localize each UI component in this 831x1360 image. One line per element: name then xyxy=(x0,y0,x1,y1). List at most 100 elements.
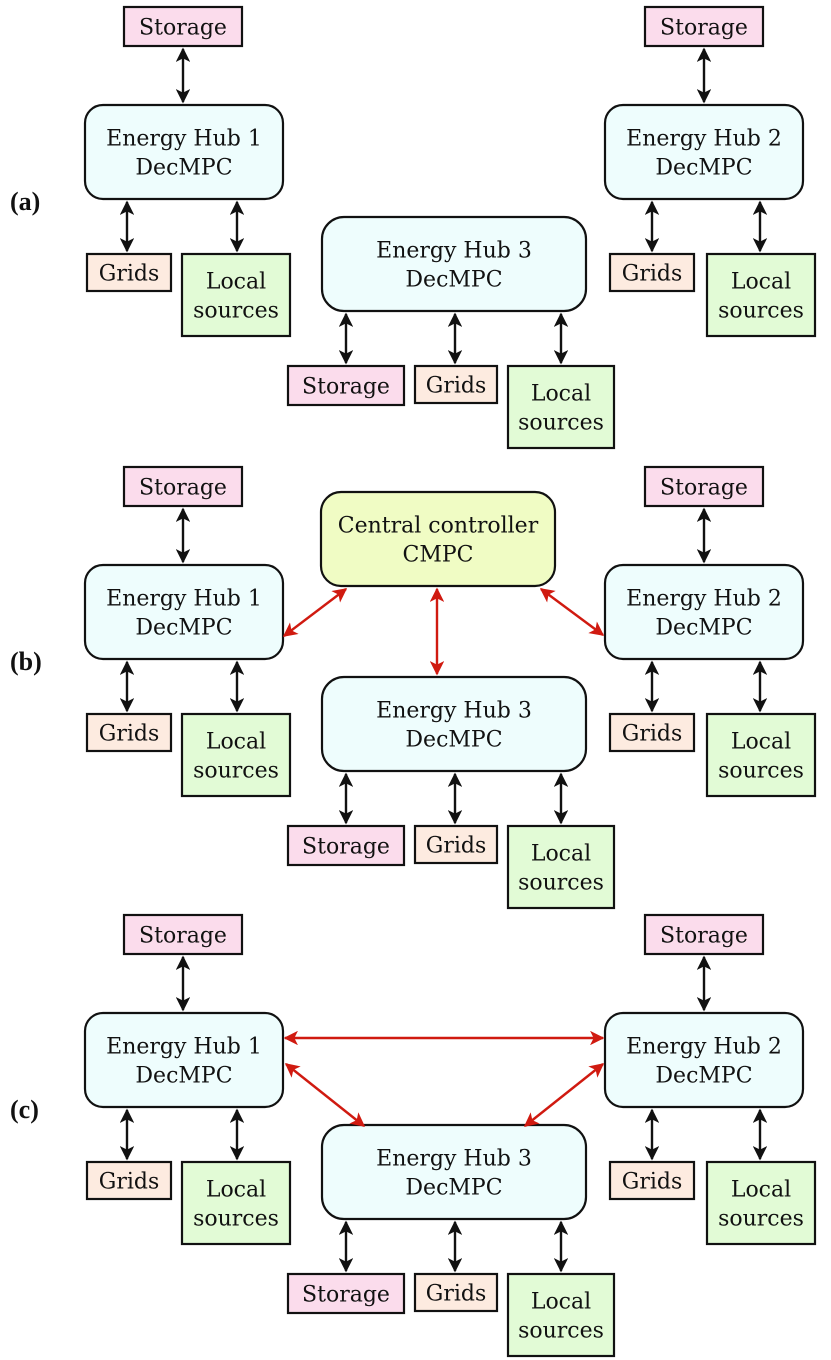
hub3-storage-box-shape xyxy=(286,364,406,407)
hub3-storage-box: Storage xyxy=(286,1272,406,1315)
hub3-local-sources-box-label: sources xyxy=(518,871,604,896)
hub3-local-sources-box-shape xyxy=(506,364,616,450)
hub2-local-sources-box-shape xyxy=(705,252,817,338)
energy-hub-1-box-shape xyxy=(83,1011,285,1109)
hub1-grids-box-shape xyxy=(85,1160,173,1201)
hub3-grids-box-shape xyxy=(413,364,499,405)
hub1-local-sources-box-label: Local xyxy=(206,730,266,755)
energy-hub-3-box-label: Energy Hub 3 xyxy=(376,1147,532,1172)
energy-hub-2-box-label: DecMPC xyxy=(655,156,752,181)
energy-hub-2-box-label: DecMPC xyxy=(655,616,752,641)
energy-hub-1-box: Energy Hub 1 DecMPC xyxy=(83,103,285,201)
hub1-grids-box-label: Grids xyxy=(99,1170,160,1195)
energy-hub-2-box: Energy Hub 2 DecMPC xyxy=(603,563,805,661)
energy-hub-2-box-label: Energy Hub 2 xyxy=(626,587,782,612)
hub2-grids-box: Grids xyxy=(608,252,696,293)
hub2-grids-box-shape xyxy=(608,252,696,293)
hub1-storage-box-shape xyxy=(122,913,244,956)
energy-hub-1-box-shape xyxy=(83,563,285,661)
energy-hub-3-box-label: Energy Hub 3 xyxy=(376,239,532,264)
hub3-local-sources-box: Local sources xyxy=(506,824,616,910)
hub1-grids-box: Grids xyxy=(85,252,173,293)
hub1-local-sources-box: Local sources xyxy=(180,1160,292,1246)
central-hub2-link xyxy=(539,588,605,636)
hub3-local-sources-box-shape xyxy=(506,1272,616,1358)
energy-hub-2-box-label: Energy Hub 2 xyxy=(626,127,782,152)
energy-hub-1-box-shape xyxy=(83,103,285,201)
hub1-storage-box-label: Storage xyxy=(139,924,227,949)
hub2-grids-box-shape xyxy=(608,1160,696,1201)
hub1-grids-box: Grids xyxy=(85,1160,173,1201)
energy-hub-2-box-label: Energy Hub 2 xyxy=(626,1035,782,1060)
hub2-storage-box: Storage xyxy=(643,5,765,48)
hub3-storage-box-label: Storage xyxy=(302,375,390,400)
hub1-storage-box-label: Storage xyxy=(139,16,227,41)
hub3-grids-box-label: Grids xyxy=(426,1282,487,1307)
hub2-local-sources-box-label: Local xyxy=(731,1178,791,1203)
panel-label: (b) xyxy=(10,647,42,676)
hub1-local-sources-box-label: Local xyxy=(206,1178,266,1203)
hub1-grids-box-shape xyxy=(85,252,173,293)
hub2-grids-box-label: Grids xyxy=(622,262,683,287)
central-controller-box-label: CMPC xyxy=(403,543,474,568)
hub2-storage-box-label: Storage xyxy=(660,476,748,501)
hub1-storage-box: Storage xyxy=(122,5,244,48)
hub2-storage-box-shape xyxy=(643,913,765,956)
hub1-local-sources-box-label: sources xyxy=(193,1207,279,1232)
hub2-local-sources-box: Local sources xyxy=(705,252,817,338)
hub1-local-sources-box-label: sources xyxy=(193,759,279,784)
energy-hub-2-box-shape xyxy=(603,1011,805,1109)
energy-hub-3-box-label: DecMPC xyxy=(405,728,502,753)
hub1-grids-box-label: Grids xyxy=(99,722,160,747)
energy-hub-3-box-label: Energy Hub 3 xyxy=(376,699,532,724)
hub2-storage-box-label: Storage xyxy=(660,16,748,41)
hub2-local-sources-box-label: sources xyxy=(718,759,804,784)
hub1-grids-box-shape xyxy=(85,712,173,753)
energy-hub-1-box-label: Energy Hub 1 xyxy=(106,1035,262,1060)
hub2-local-sources-box-label: Local xyxy=(731,270,791,295)
hub1-local-sources-box-label: Local xyxy=(206,270,266,295)
hub2-local-sources-box-label: Local xyxy=(731,730,791,755)
hub1-storage-box: Storage xyxy=(122,913,244,956)
hub2-local-sources-box-label: sources xyxy=(718,299,804,324)
panel-label: (c) xyxy=(10,1095,39,1124)
hub3-local-sources-box-label: Local xyxy=(531,842,591,867)
hub2-grids-box: Grids xyxy=(608,712,696,753)
hub2-local-sources-box-shape xyxy=(705,712,817,798)
hub2-storage-box: Storage xyxy=(643,913,765,956)
central-hub1-link xyxy=(282,588,348,637)
hub3-grids-box-shape xyxy=(413,824,499,865)
hub2-storage-box-shape xyxy=(643,5,765,48)
hub3-local-sources-box-shape xyxy=(506,824,616,910)
hub3-grids-box-label: Grids xyxy=(426,834,487,859)
hub1-local-sources-box-shape xyxy=(180,712,292,798)
energy-hub-3-box-label: DecMPC xyxy=(405,268,502,293)
energy-hub-3-box-shape xyxy=(320,675,588,773)
energy-hub-3-box: Energy Hub 3 DecMPC xyxy=(320,215,588,313)
hub1-storage-box-shape xyxy=(122,5,244,48)
energy-hub-1-box-label: DecMPC xyxy=(135,156,232,181)
hub2-local-sources-box-shape xyxy=(705,1160,817,1246)
hub3-storage-box: Storage xyxy=(286,364,406,407)
hub3-local-sources-box-label: sources xyxy=(518,411,604,436)
energy-hub-1-box-label: Energy Hub 1 xyxy=(106,127,262,152)
hub3-local-sources-box-label: Local xyxy=(531,1290,591,1315)
hub3-grids-box-shape xyxy=(413,1272,499,1313)
hub2-grids-box-label: Grids xyxy=(622,722,683,747)
hub3-grids-box: Grids xyxy=(413,1272,499,1313)
hub2-grids-box-label: Grids xyxy=(622,1170,683,1195)
hub1-storage-box-shape xyxy=(122,465,244,508)
hub3-grids-box: Grids xyxy=(413,364,499,405)
energy-hub-3-box-shape xyxy=(320,1123,588,1221)
hub1-storage-box: Storage xyxy=(122,465,244,508)
